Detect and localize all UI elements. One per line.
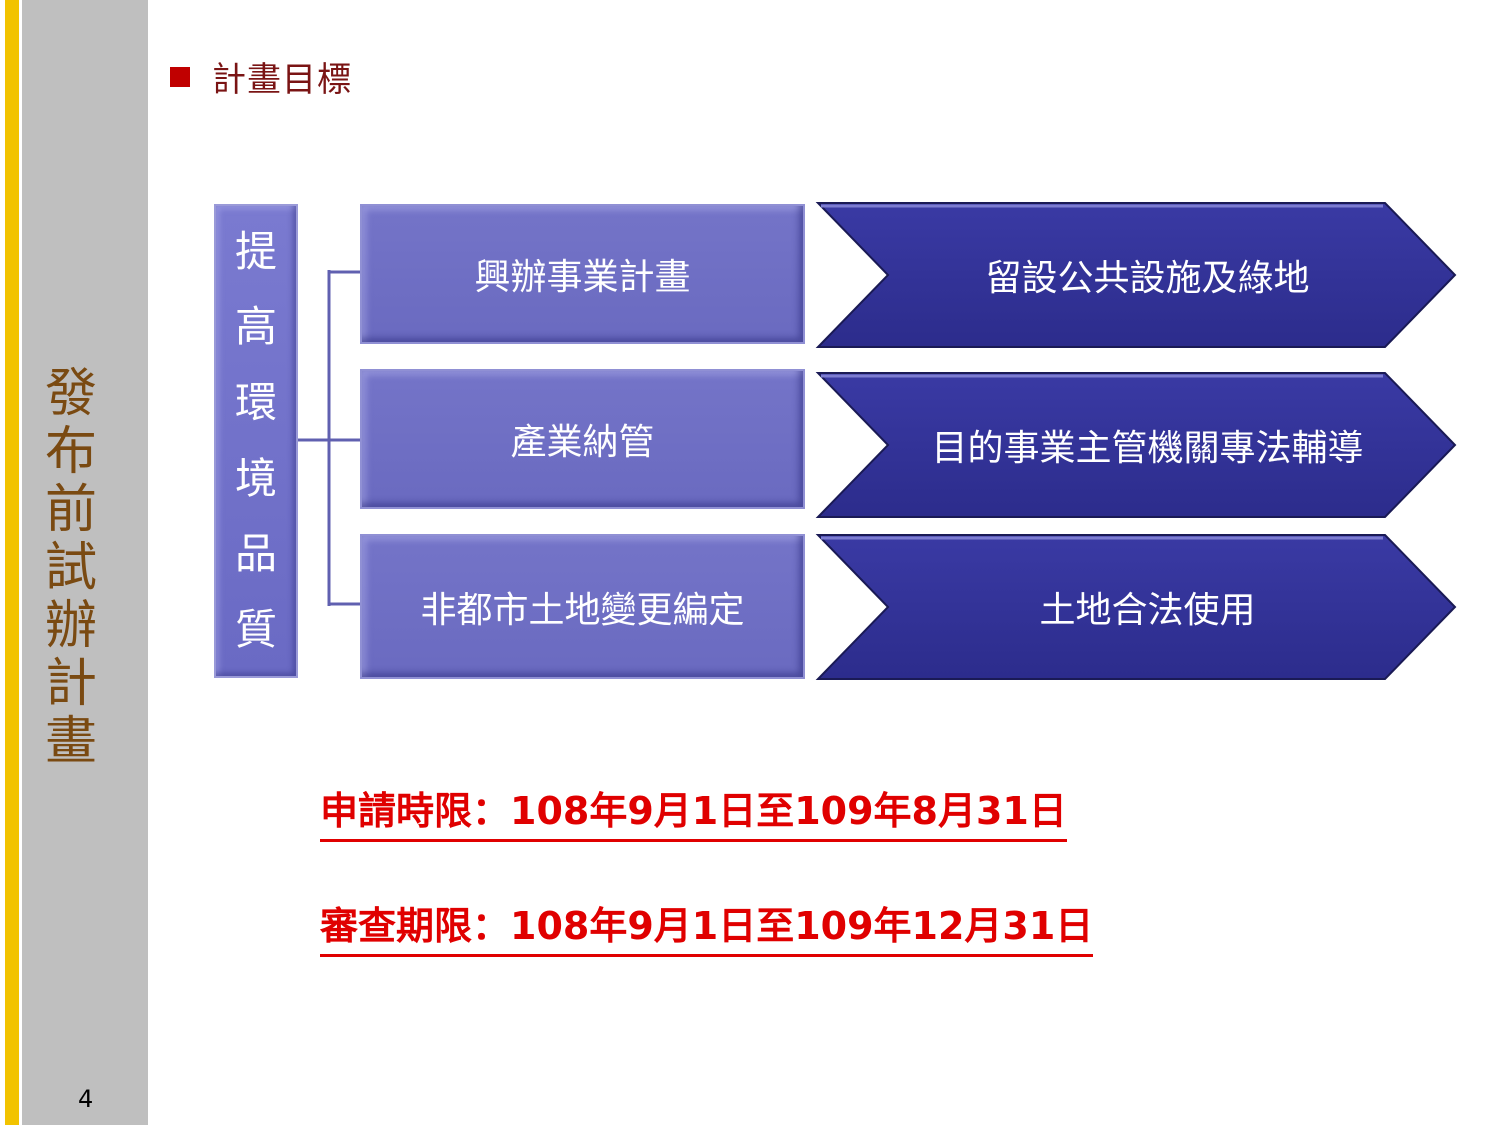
process-box: 非都市土地變更編定 bbox=[360, 534, 805, 679]
outcome-label: 土地合法使用 bbox=[1039, 590, 1256, 631]
chevron-arrow-icon bbox=[815, 534, 1457, 680]
sidebar-title-char: 辦 bbox=[44, 596, 97, 656]
outcome-label: 目的事業主管機關專法輔導 bbox=[931, 428, 1364, 469]
chevron-arrow-icon bbox=[815, 202, 1457, 348]
process-box: 興辦事業計畫 bbox=[360, 204, 805, 344]
goal-char: 環 bbox=[234, 378, 277, 428]
chevron-arrow-icon bbox=[815, 372, 1457, 518]
square-bullet-icon bbox=[170, 66, 190, 87]
sidebar-title-char: 畫 bbox=[44, 712, 97, 772]
goal-char: 境 bbox=[234, 453, 277, 503]
outcome-chevron: 留設公共設施及綠地 bbox=[815, 200, 1460, 350]
sidebar-title: 發 布 前 試 辦 計 畫 bbox=[30, 365, 112, 771]
sidebar-title-char: 計 bbox=[44, 654, 97, 714]
sidebar-title-char: 布 bbox=[44, 422, 97, 482]
section-header: 計畫目標 bbox=[170, 52, 352, 101]
page-number: 4 bbox=[78, 1085, 94, 1113]
outcome-chevron: 土地合法使用 bbox=[815, 532, 1460, 682]
section-title: 計畫目標 bbox=[212, 60, 352, 100]
sidebar-title-char: 試 bbox=[44, 538, 97, 598]
process-box: 產業納管 bbox=[360, 369, 805, 509]
application-deadline: 申請時限：108年9月1日至109年8月31日 bbox=[320, 780, 1067, 842]
connector-bracket bbox=[298, 270, 360, 606]
review-deadline: 審查期限：108年9月1日至109年12月31日 bbox=[320, 895, 1094, 957]
sidebar-title-char: 前 bbox=[44, 480, 97, 540]
accent-stripe bbox=[5, 0, 19, 1125]
goal-char: 高 bbox=[234, 302, 277, 352]
goal-box: 提 高 環 境 品 質 bbox=[214, 204, 298, 678]
outcome-chevron: 目的事業主管機關專法輔導 bbox=[815, 370, 1460, 520]
goal-char: 品 bbox=[234, 529, 277, 579]
goal-char: 提 bbox=[234, 226, 277, 276]
sidebar bbox=[22, 0, 148, 1125]
goal-char: 質 bbox=[234, 605, 277, 655]
outcome-label: 留設公共設施及綠地 bbox=[985, 258, 1310, 299]
sidebar-title-char: 發 bbox=[44, 364, 97, 424]
